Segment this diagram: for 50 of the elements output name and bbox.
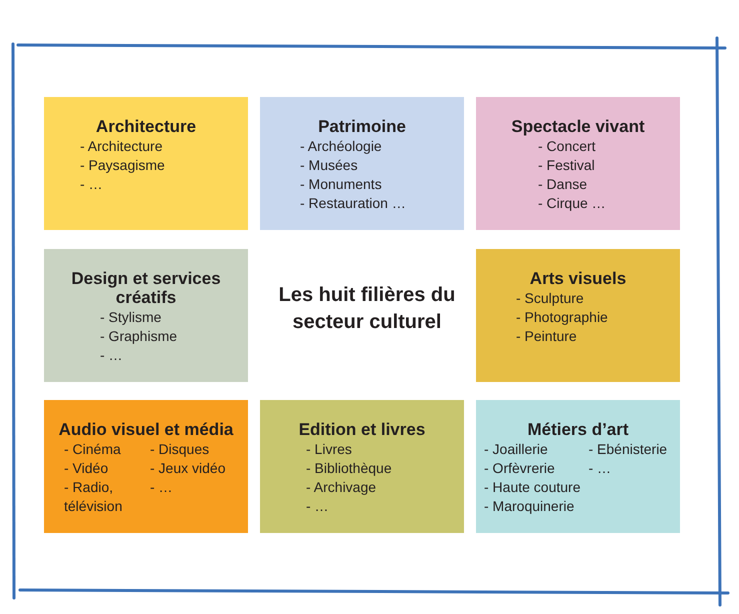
list-item: - Joaillerie bbox=[484, 440, 549, 459]
box-heading: Spectacle vivant bbox=[510, 117, 646, 136]
box-heading: Edition et livres bbox=[298, 420, 426, 439]
list-item: - Photographie bbox=[516, 308, 608, 327]
list-item: - Vidéo bbox=[64, 459, 110, 478]
box-heading: Patrimoine bbox=[317, 117, 407, 136]
category-box bbox=[44, 97, 248, 230]
list-item: - Maroquinerie bbox=[484, 497, 576, 516]
list-item: - Peinture bbox=[516, 327, 578, 346]
list-item: - Archivage bbox=[306, 478, 378, 497]
list-item: - Jeux vidéo bbox=[150, 459, 226, 478]
list-item: - … bbox=[588, 459, 612, 478]
list-item: - Musées bbox=[300, 156, 359, 175]
list-item: - … bbox=[100, 346, 124, 365]
category-box bbox=[44, 249, 248, 382]
list-item: - Restauration … bbox=[300, 194, 406, 213]
category-box bbox=[476, 97, 680, 230]
category-box bbox=[260, 400, 464, 533]
list-item: - Danse bbox=[538, 175, 588, 194]
list-item: - Archéologie bbox=[300, 137, 383, 156]
list-item: - Graphisme bbox=[100, 327, 178, 346]
list-item: - Livres bbox=[306, 440, 353, 459]
list-item: - Sculpture bbox=[516, 289, 585, 308]
title: Les huit filières du secteur culturel bbox=[278, 283, 456, 335]
list-item: - Cinéma bbox=[64, 440, 122, 459]
box-heading: Métiers d’art bbox=[526, 420, 630, 439]
list-item: - Ebénisterie bbox=[588, 440, 668, 459]
list-item: - Cirque … bbox=[538, 194, 606, 213]
list-item: - … bbox=[80, 175, 104, 194]
list-item: - Radio, télévision bbox=[64, 478, 124, 516]
list-item: - Haute couture bbox=[484, 478, 580, 497]
category-box bbox=[476, 249, 680, 382]
box-heading: Arts visuels bbox=[528, 269, 628, 288]
list-item: - … bbox=[306, 497, 330, 516]
box-heading: Architecture bbox=[94, 117, 198, 136]
box-heading: Audio visuel et média bbox=[58, 420, 234, 439]
list-item: - Stylisme bbox=[100, 308, 162, 327]
category-box bbox=[476, 400, 680, 533]
list-item: - Orfèvrerie bbox=[484, 459, 556, 478]
list-item: - … bbox=[150, 478, 174, 497]
list-item: - Bibliothèque bbox=[306, 459, 392, 478]
list-item: - Architecture bbox=[80, 137, 164, 156]
category-box bbox=[44, 400, 248, 533]
category-box bbox=[260, 97, 464, 230]
list-item: - Monuments bbox=[300, 175, 383, 194]
list-item: - Concert bbox=[538, 137, 597, 156]
list-item: - Disques bbox=[150, 440, 210, 459]
list-item: - Festival bbox=[538, 156, 596, 175]
list-item: - Paysagisme bbox=[80, 156, 165, 175]
box-heading: Design et services créatifs bbox=[70, 269, 222, 307]
